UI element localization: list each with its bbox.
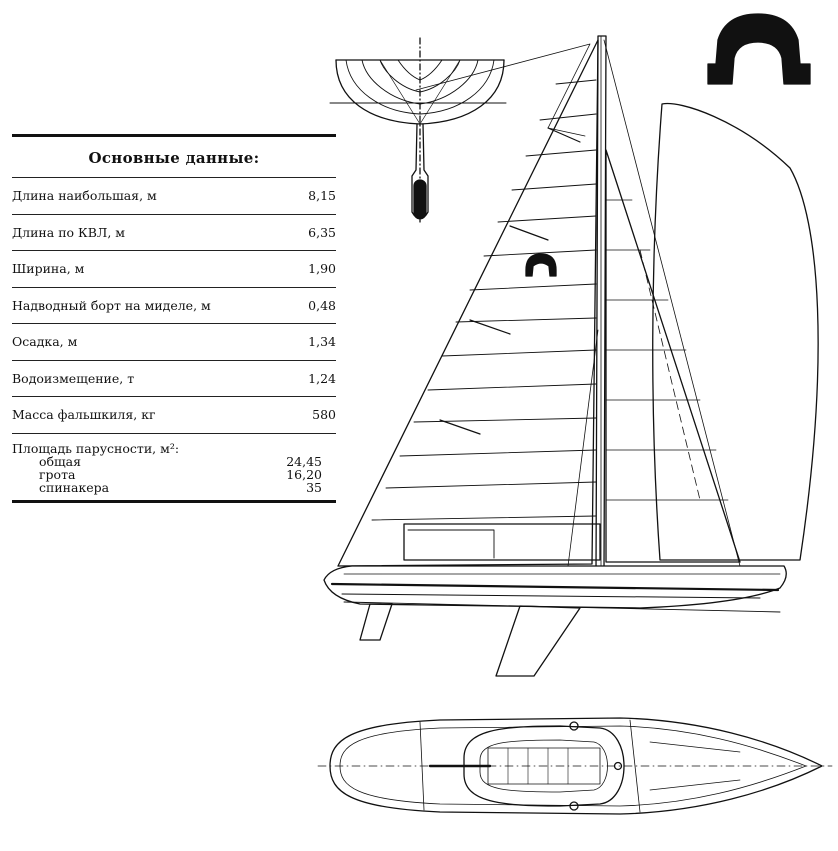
- sail-area-block: Площадь парусности, м²: общая 24,45 грот…: [12, 432, 336, 494]
- sail-area-item-label: общая: [39, 453, 82, 469]
- sail-area-row-spinnaker: спинакера 35: [12, 481, 336, 494]
- sail-plan-drawing: [323, 35, 819, 677]
- spec-label: Водоизмещение, т: [12, 370, 135, 386]
- spec-label: Осадка, м: [12, 334, 78, 350]
- spec-row-waterline-length: Длина по КВЛ, м 6,35: [12, 213, 336, 251]
- sail-area-item-label: спинакера: [39, 479, 110, 495]
- spec-value: 580: [312, 407, 336, 423]
- spec-value: 6,35: [308, 224, 336, 240]
- spec-label: Масса фальшкиля, кг: [12, 407, 156, 423]
- sail-area-row-mainsail: грота 16,20: [12, 468, 336, 481]
- spec-row-displacement: Водоизмещение, т 1,24: [12, 359, 336, 397]
- deck-plan-drawing: [317, 717, 833, 815]
- spec-value: 1,90: [308, 261, 336, 277]
- sail-area-item-label: грота: [39, 466, 76, 482]
- specs-table: Основные данные: Длина наибольшая, м 8,1…: [12, 134, 336, 503]
- spec-row-length-overall: Длина наибольшая, м 8,15: [12, 177, 336, 214]
- table-top-rule: [12, 134, 336, 137]
- spec-value: 1,24: [308, 370, 336, 386]
- spec-label: Ширина, м: [12, 261, 85, 277]
- body-plan-drawing: [329, 37, 507, 223]
- spec-value: 1,34: [308, 334, 336, 350]
- spec-label: Надводный борт на миделе, м: [12, 297, 211, 313]
- spec-value: 0,48: [308, 297, 336, 313]
- spec-label: Длина по КВЛ, м: [12, 224, 125, 240]
- spec-row-beam: Ширина, м 1,90: [12, 250, 336, 287]
- table-bottom-rule: [12, 499, 336, 503]
- table-title: Основные данные:: [88, 149, 260, 167]
- class-emblem-icon: [707, 13, 811, 85]
- sail-area-item-value: 16,20: [286, 466, 322, 482]
- spec-row-draft: Осадка, м 1,34: [12, 323, 336, 360]
- sail-area-item-value: 24,45: [286, 453, 322, 469]
- spec-value: 8,15: [308, 188, 336, 204]
- sail-area-item-value: 35: [306, 479, 322, 495]
- spec-row-freeboard: Надводный борт на миделе, м 0,48: [12, 286, 336, 324]
- spec-row-ballast-mass: Масса фальшкиля, кг 580: [12, 396, 336, 433]
- sail-area-row-total: общая 24,45: [12, 455, 336, 468]
- spec-label: Длина наибольшая, м: [12, 188, 157, 204]
- sail-area-label: Площадь парусности, м²:: [12, 440, 180, 456]
